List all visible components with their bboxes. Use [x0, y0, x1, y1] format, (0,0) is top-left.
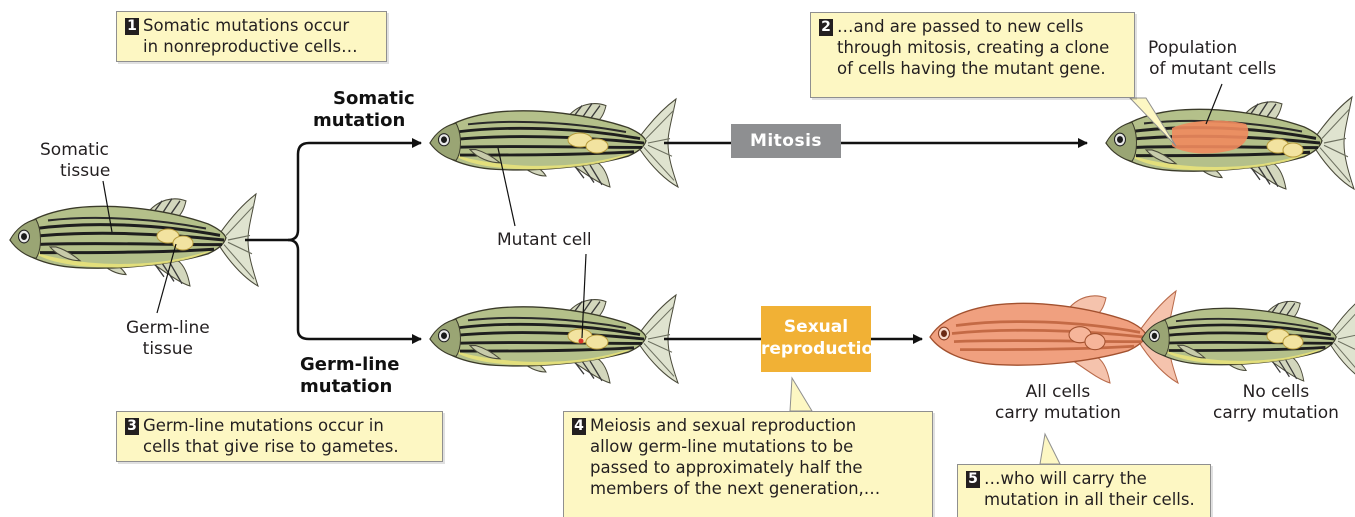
mutant-cell-label: Mutant cell	[497, 230, 592, 251]
somatic-branch-arrow	[245, 143, 421, 240]
mitosis-box: Mitosis	[731, 124, 841, 158]
somatic-mutation-fish	[430, 99, 678, 187]
germline-mutation-fish	[430, 295, 678, 383]
step-number-1: 1	[125, 18, 139, 35]
callout-5-tail	[1040, 434, 1060, 464]
step-number-4: 4	[572, 418, 586, 435]
parent-fish	[10, 194, 258, 286]
step-number-2: 2	[819, 19, 833, 36]
callout-4-tail	[790, 378, 812, 411]
germline-branch-arrow	[288, 240, 421, 339]
mutant-cell-dot	[579, 339, 584, 344]
callout-2: 2…and are passed to new cells through mi…	[810, 12, 1135, 98]
offspring-mutant-fish	[930, 291, 1178, 383]
step-number-3: 3	[125, 418, 139, 435]
callout-5: 5…who will carry the mutation in all the…	[957, 464, 1211, 517]
step-number-5: 5	[966, 471, 980, 488]
